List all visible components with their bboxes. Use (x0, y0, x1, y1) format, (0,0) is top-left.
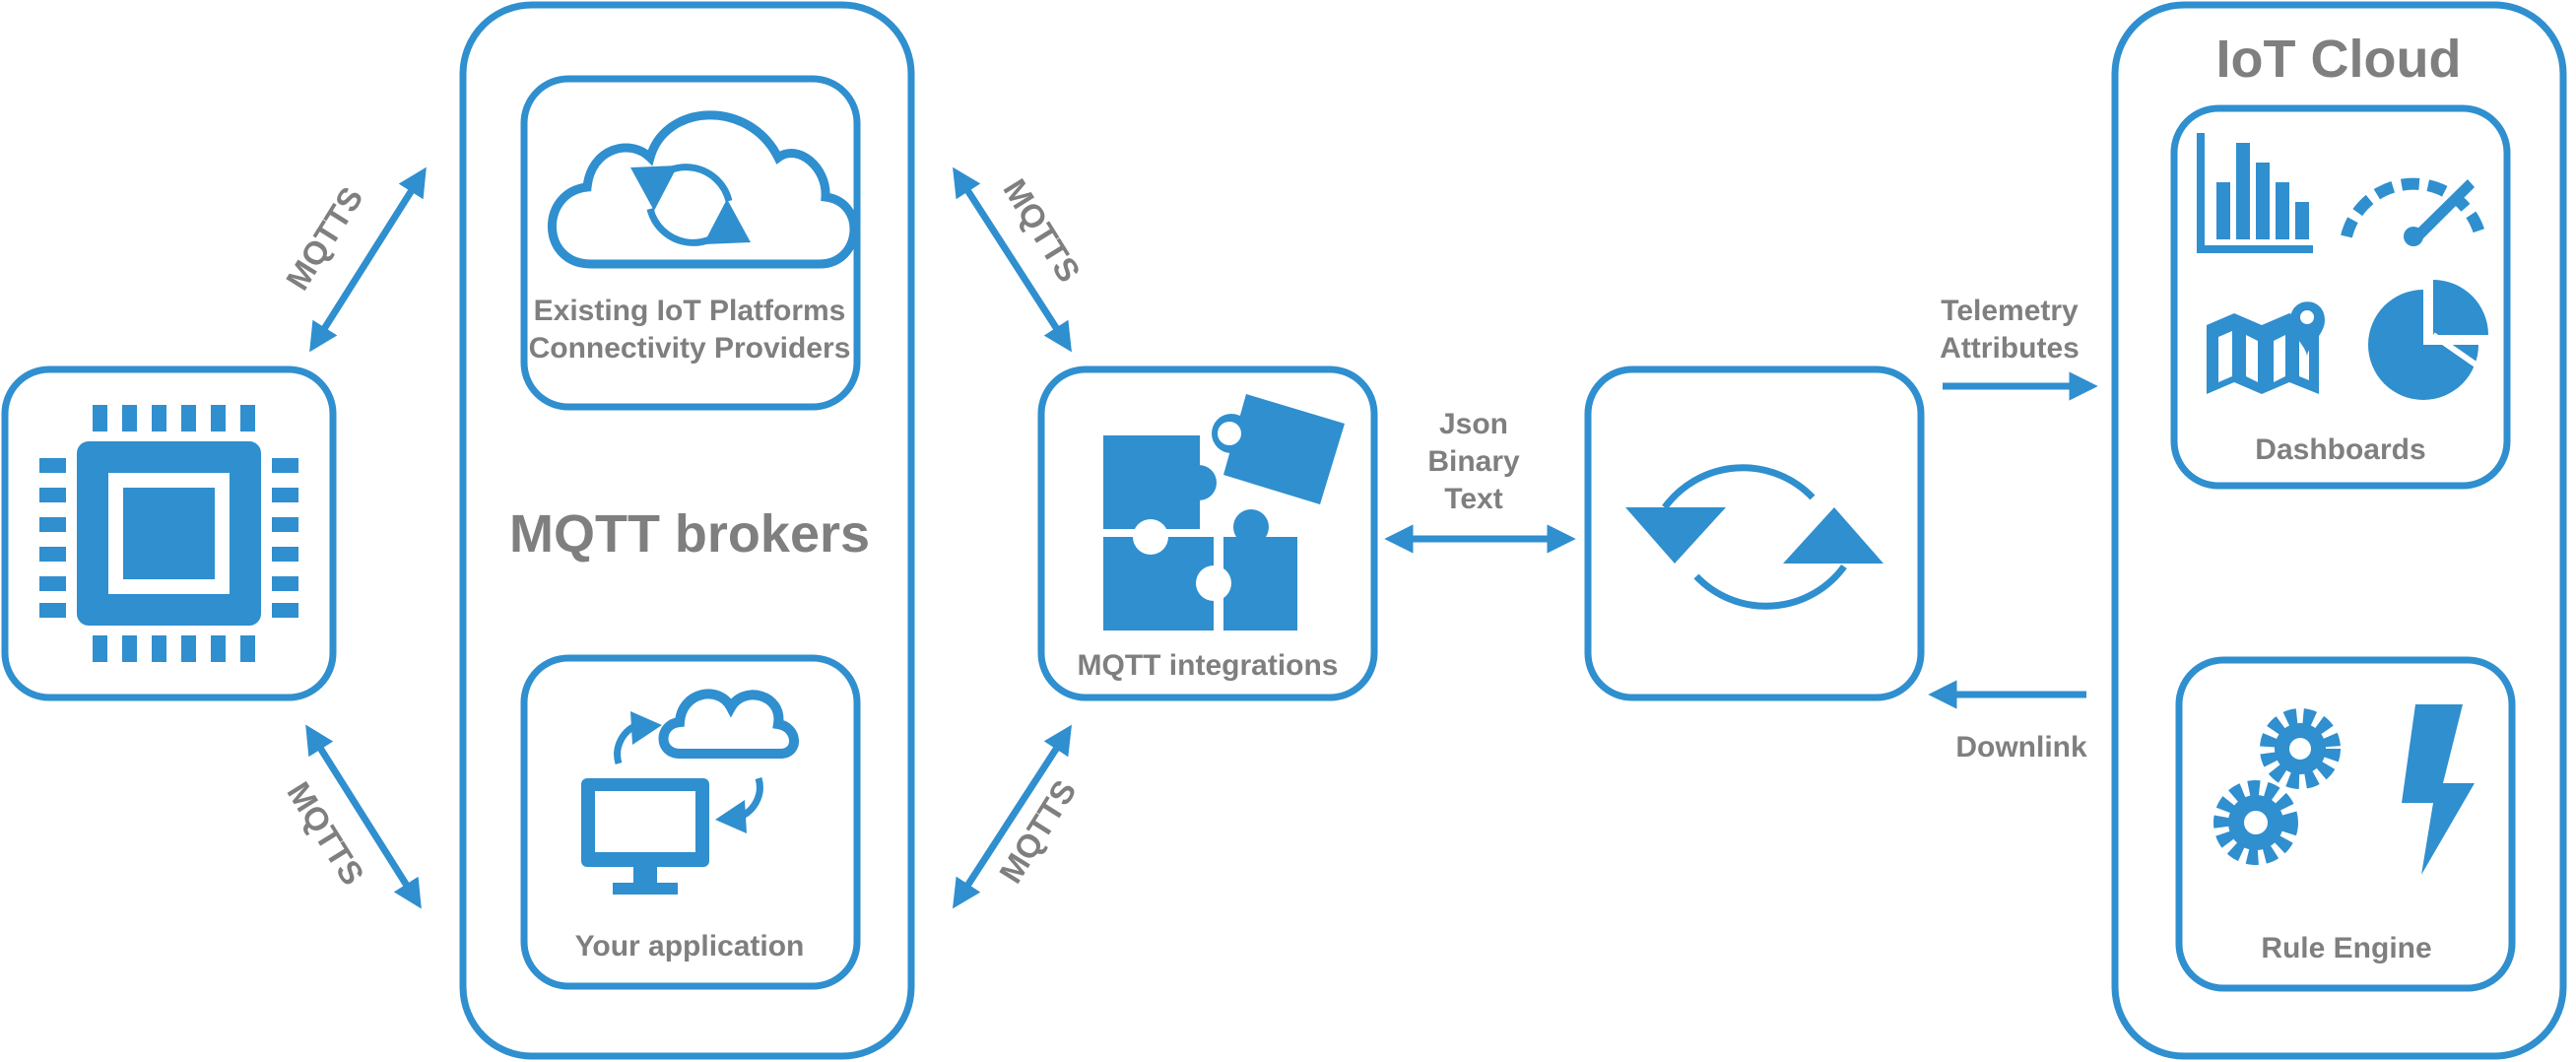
computer-cloud-sync-icon (581, 689, 799, 895)
mqtt-integrations-node: MQTT integrations (1037, 365, 1378, 701)
existing-platforms-line1: Existing IoT Platforms (534, 295, 846, 327)
rule-engine-node: Rule Engine (2175, 656, 2516, 992)
cloud-sync-icon (548, 110, 859, 269)
gauge-icon (2341, 177, 2486, 246)
your-application-node: Your application (520, 654, 861, 990)
mqtts-link-bottom-left: MQTTS (280, 724, 422, 909)
bar-chart-icon (2197, 133, 2313, 253)
mqtts-label: MQTTS (996, 172, 1088, 289)
gears-icon (2213, 708, 2341, 865)
downlink-label: Downlink (1955, 731, 2087, 763)
format-json-label: Json (1439, 408, 1508, 440)
converter-node (1584, 365, 1925, 701)
pie-chart-icon (2368, 280, 2488, 400)
cloud-title: IoT Cloud (2216, 30, 2462, 89)
mqtts-link-top-right: MQTTS (953, 166, 1088, 353)
dashboards-label: Dashboards (2255, 433, 2425, 466)
your-application-label: Your application (575, 930, 805, 962)
downlink-link: Downlink (1928, 680, 2087, 763)
converter-box (1584, 365, 1925, 701)
telemetry-label: Telemetry (1941, 295, 2079, 327)
map-pin-icon (2207, 301, 2325, 394)
device-node (1, 365, 337, 701)
brokers-title: MQTT brokers (509, 504, 870, 564)
mqtts-link-top-left: MQTTS (279, 166, 427, 353)
mqtts-link-bottom-right: MQTTS (953, 724, 1084, 909)
integrations-label: MQTT integrations (1078, 649, 1339, 682)
rule-engine-label: Rule Engine (2261, 932, 2431, 964)
microchip-icon (39, 405, 298, 662)
iot-cloud-group: IoT Cloud (2111, 1, 2567, 1060)
existing-platforms-node: Existing IoT Platforms Connectivity Prov… (520, 75, 861, 411)
uplink-link: Telemetry Attributes (1940, 295, 2098, 401)
format-text-label: Text (1444, 483, 1502, 515)
existing-platforms-line2: Connectivity Providers (529, 332, 851, 365)
lightning-icon (2402, 704, 2475, 875)
puzzle-icon (1103, 394, 1345, 631)
format-binary-label: Binary (1427, 445, 1520, 478)
dashboards-node: Dashboards (2170, 104, 2511, 490)
mqtts-label: MQTTS (280, 775, 371, 892)
attributes-label: Attributes (1940, 332, 2080, 365)
data-formats-link: Json Binary Text (1384, 408, 1576, 554)
mqtt-brokers-group: MQTT brokers Existing IoT Platforms Conn… (459, 1, 915, 1060)
sync-arrows-icon (1625, 464, 1883, 610)
